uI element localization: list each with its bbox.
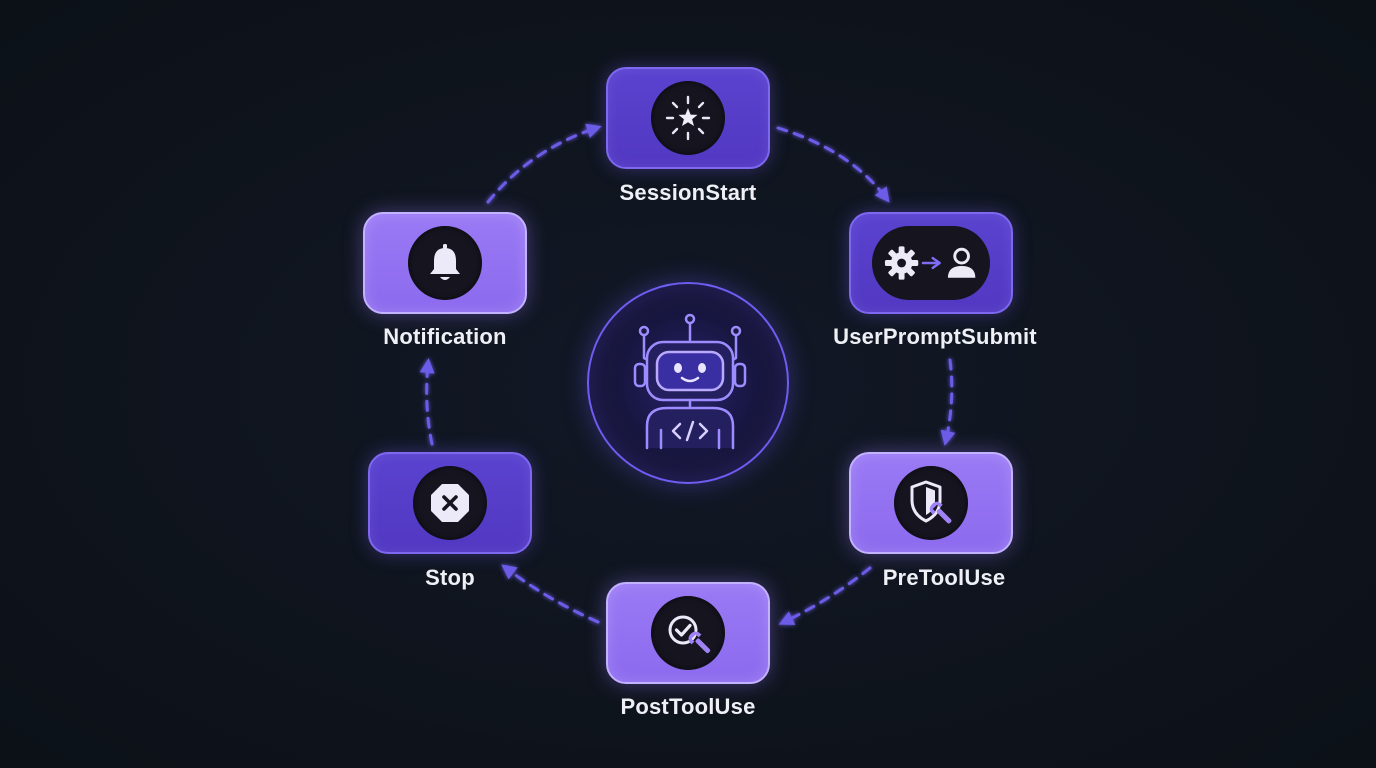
node-session-start — [606, 67, 770, 169]
node-user-prompt-submit — [849, 212, 1013, 314]
edge-notification-to-sessionstart — [486, 123, 602, 204]
node-notification — [363, 212, 527, 314]
arrow-right-icon — [921, 256, 942, 270]
node-stop — [368, 452, 532, 554]
node-label-session-start: SessionStart — [619, 180, 757, 205]
edge-posttooluse-to-stop — [501, 564, 600, 624]
node-label-notification: Notification — [383, 324, 507, 349]
bell-icon — [430, 244, 460, 280]
edge-stop-to-notification — [419, 358, 435, 446]
gear-icon — [884, 246, 919, 280]
shield-wrench-icon — [910, 480, 952, 524]
node-pre-tool-use — [849, 452, 1013, 554]
icon-disc — [408, 226, 482, 300]
icon-pill — [872, 226, 990, 300]
node-label-stop: Stop — [425, 565, 475, 590]
edge-sessionstart-to-userpromptsubmit — [776, 126, 890, 203]
check-wrench-icon — [668, 615, 711, 654]
icon-disc — [894, 466, 968, 540]
icon-disc — [651, 81, 725, 155]
stop-octagon-icon — [431, 484, 469, 522]
icon-disc — [413, 466, 487, 540]
edge-pretooluse-to-posttooluse — [778, 566, 872, 625]
node-label-post-tool-use: PostToolUse — [620, 694, 756, 719]
robot-code-icon — [633, 313, 747, 450]
node-label-user-prompt-submit: UserPromptSubmit — [833, 324, 1037, 349]
node-post-tool-use — [606, 582, 770, 684]
node-label-pre-tool-use: PreToolUse — [882, 565, 1006, 590]
edge-userpromptsubmit-to-pretooluse — [940, 358, 956, 446]
sparkle-star-icon — [665, 95, 711, 141]
user-icon — [947, 247, 976, 278]
icon-disc — [651, 596, 725, 670]
central-agent-ring — [587, 282, 789, 484]
